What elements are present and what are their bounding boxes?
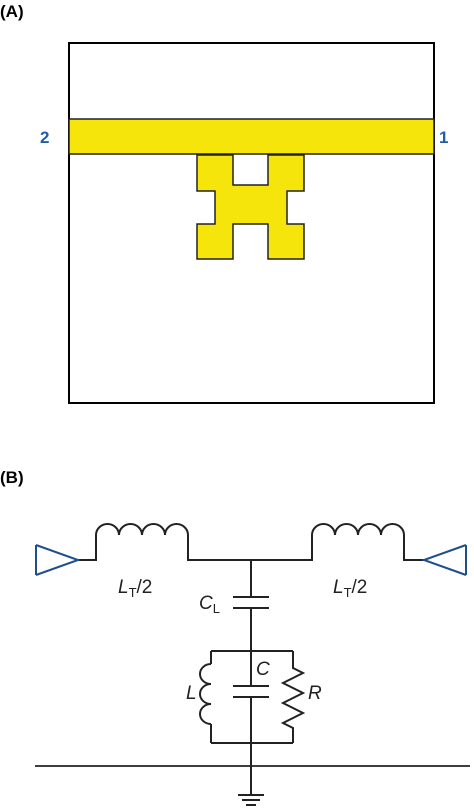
antenna-right-icon [421,544,467,576]
wire-series [187,535,313,561]
port-1-label: 1 [439,128,448,147]
wire-right-in [403,535,424,561]
resonator-cross [196,154,305,260]
port-2-label: 2 [40,128,49,147]
inductor-l [199,663,212,725]
label-lt-right: LT/2 [333,577,367,600]
panel-a-label: (A) [0,2,24,21]
label-lt-left: LT/2 [118,577,152,600]
inductor-lt-right [311,523,405,536]
circuit-wires [78,523,424,806]
microstrip-line [68,118,435,155]
label-cl: CL [199,593,220,616]
panel-b-label: (B) [0,468,24,487]
resistor-r [280,651,306,743]
label-l: L [186,683,197,704]
label-r: R [308,683,322,704]
antenna-left-icon [35,544,81,576]
wire-left-in [78,535,97,561]
label-c: C [256,659,270,680]
inductor-lt-left [95,523,189,536]
